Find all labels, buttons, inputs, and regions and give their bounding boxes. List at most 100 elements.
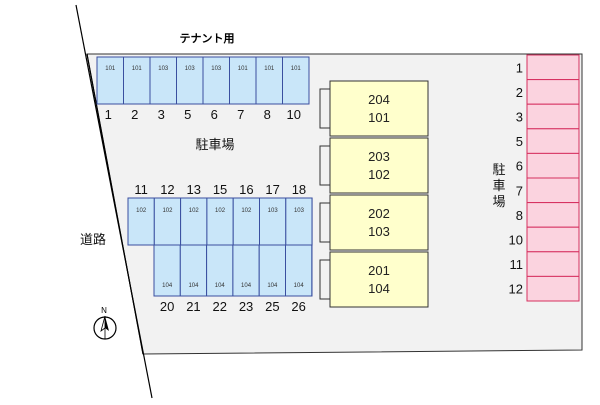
parking-space: [526, 226, 580, 253]
building-unit-upper: 201: [368, 263, 390, 278]
parking-space: [202, 56, 230, 105]
parking-space-number: 3: [158, 107, 165, 122]
parking-space: [206, 197, 234, 246]
parking-space: [259, 197, 287, 246]
parking-space-unit: 102: [241, 208, 252, 214]
building-entrance: [319, 259, 330, 300]
parking-space-unit: 103: [211, 66, 222, 72]
parking-space-number: 13: [187, 182, 201, 197]
road-line-inner: [86, 53, 144, 355]
building-entrance: [319, 88, 330, 129]
right-column-outline: [526, 54, 580, 302]
parking-space-number: 11: [510, 257, 524, 272]
parking-space: [526, 128, 580, 154]
parking-space-number: 25: [265, 299, 279, 314]
parking-space-unit: 101: [105, 66, 116, 72]
parking-space-unit: 102: [136, 208, 147, 214]
parking-space: [149, 56, 177, 105]
parking-space-number: 2: [516, 85, 523, 100]
right-parking-column: [526, 54, 580, 302]
parking-label-right-1: 駐: [492, 162, 505, 177]
building-entrance: [319, 202, 330, 243]
parking-space: [526, 202, 580, 228]
parking-space: [526, 251, 580, 277]
building-block: [329, 194, 429, 251]
parking-space-number: 17: [265, 182, 279, 197]
parking-space-number: 15: [213, 182, 227, 197]
parking-space: [232, 197, 260, 246]
parking-space: [255, 56, 283, 105]
building-block: [329, 80, 429, 137]
building-unit-lower: 104: [368, 281, 390, 296]
parking-space-number: 7: [516, 183, 523, 198]
parking-space-unit: 102: [162, 208, 173, 214]
north-label: N: [101, 306, 107, 315]
parking-space-unit: 103: [268, 208, 279, 214]
parking-space-unit: 102: [215, 208, 226, 214]
parking-space-unit: 104: [294, 283, 305, 289]
parking-space-number: 12: [160, 182, 174, 197]
parking-space: [526, 275, 580, 302]
parking-space-number: 26: [291, 299, 305, 314]
building-unit-lower: 103: [368, 224, 390, 239]
parking-space-number: 18: [292, 182, 306, 197]
parking-space-number: 12: [509, 282, 523, 297]
parking-space-number: 5: [184, 107, 191, 122]
north-arrow-icon: N: [93, 306, 117, 340]
parking-space-unit: 101: [291, 66, 302, 72]
building-unit-lower: 101: [368, 110, 390, 125]
parking-space: [96, 56, 124, 105]
parking-label-center: 駐車場: [195, 137, 234, 152]
parking-space: [176, 56, 204, 105]
parking-space-number: 1: [516, 60, 523, 75]
parking-space: [179, 244, 208, 297]
parking-space-unit: 101: [238, 66, 249, 72]
road-label: 道路: [80, 232, 106, 247]
parking-space-number: 23: [239, 299, 253, 314]
parking-space-number: 11: [134, 182, 148, 197]
parking-space: [526, 103, 580, 130]
parking-space-number: 1: [105, 107, 112, 122]
parking-space: [526, 152, 580, 179]
parking-space-unit: 101: [264, 66, 275, 72]
tenant-label: テナント用: [180, 32, 235, 45]
parking-space-number: 16: [239, 182, 253, 197]
building-unit-lower: 102: [368, 167, 390, 182]
parking-space: [127, 197, 155, 246]
parking-space: [285, 197, 313, 246]
building-entrance: [319, 145, 330, 186]
parking-space-number: 3: [516, 110, 523, 125]
parking-space: [526, 79, 580, 105]
parking-space-number: 6: [516, 159, 523, 174]
building-unit-upper: 203: [368, 149, 390, 164]
top-parking-row: 101 101 103 103 103 101 101 101: [96, 56, 310, 105]
parking-space-number: 20: [160, 299, 174, 314]
parking-space-number: 8: [516, 208, 523, 223]
building-block: [329, 137, 429, 194]
parking-space: [282, 56, 310, 105]
parking-space-unit: 103: [158, 66, 169, 72]
parking-space-number: 21: [186, 299, 200, 314]
parking-space-unit: 103: [294, 208, 305, 214]
parking-space-number: 6: [211, 107, 218, 122]
parking-space-unit: 103: [185, 66, 196, 72]
parking-space-number: 10: [509, 233, 523, 248]
parking-space-number: 8: [264, 107, 271, 122]
parking-space-unit: 104: [188, 283, 199, 289]
parking-space-unit: 102: [189, 208, 200, 214]
parking-space-unit: 104: [241, 283, 252, 289]
parking-space-number: 10: [287, 107, 301, 122]
parking-space-unit: 101: [132, 66, 143, 72]
middle-parking-row: 102 102 102 102 102 103 103: [127, 197, 313, 246]
parking-space-number: 5: [516, 134, 523, 149]
building-unit-upper: 202: [368, 206, 390, 221]
building-block: [329, 251, 429, 308]
lower-row-outline: [153, 244, 313, 297]
parking-space-number: 7: [237, 107, 244, 122]
building-unit-upper: 204: [368, 92, 390, 107]
parking-space: [229, 56, 257, 105]
building-column: 204 101 203 102 202 103 201 104: [319, 80, 429, 308]
